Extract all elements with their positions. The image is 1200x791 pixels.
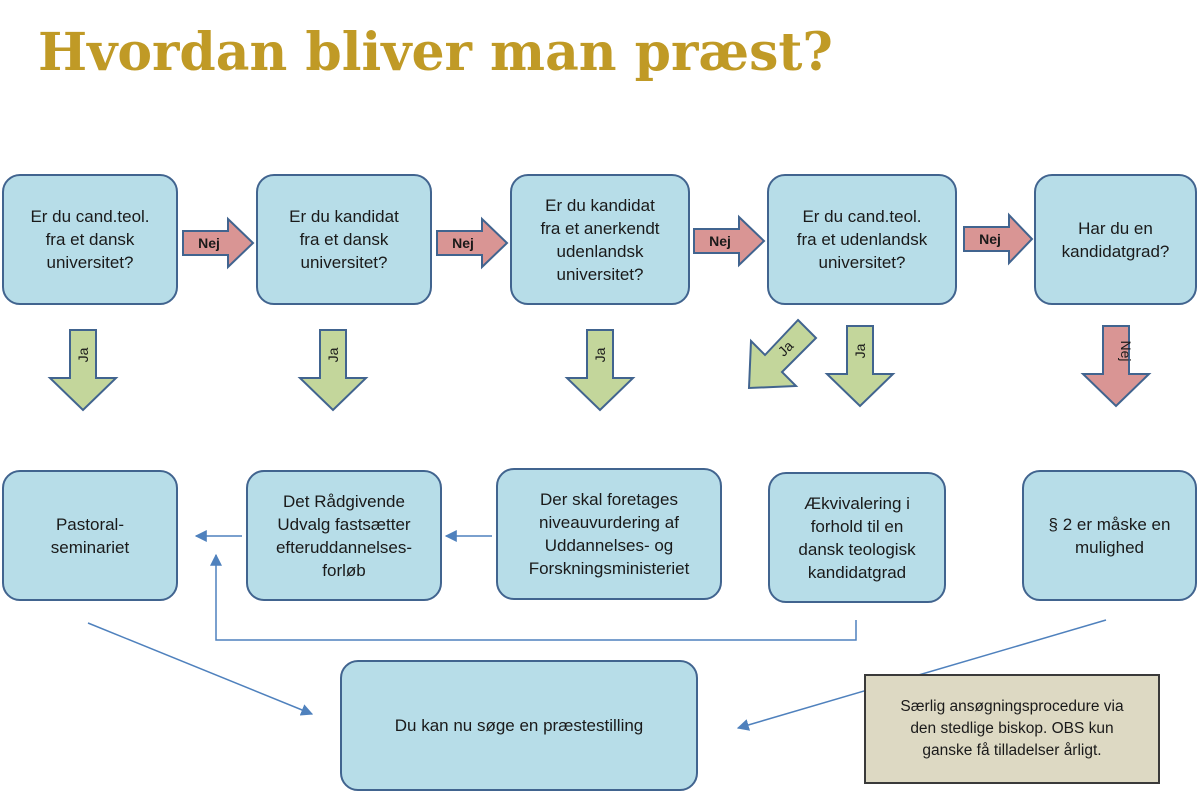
question-box-4: Er du cand.teol. fra et udenlandsk unive… bbox=[767, 174, 957, 305]
yes-arrow-4-diagonal: Ja bbox=[747, 318, 818, 390]
no-arrow-3: Nej bbox=[693, 214, 766, 268]
special-text: Særlig ansøgningsprocedure via den stedl… bbox=[900, 698, 1124, 759]
yes-arrow-label: Ja bbox=[592, 347, 608, 362]
outcome-text: Pastoral- seminariet bbox=[50, 514, 130, 557]
no-arrow-2: Nej bbox=[436, 216, 509, 270]
no-arrow-label: Nej bbox=[979, 231, 1001, 247]
final-text: Du kan nu søge en præstestilling bbox=[394, 716, 644, 735]
question-text: Er du kandidat fra et anerkendt udenland… bbox=[540, 195, 660, 284]
outcome-box-2: Det Rådgivende Udvalg fastsætter efterud… bbox=[246, 470, 442, 601]
yes-arrow-label: Ja bbox=[325, 347, 341, 362]
connector-line bbox=[210, 553, 857, 641]
yes-arrow-label: Ja bbox=[75, 347, 91, 362]
no-arrow-label: Nej bbox=[198, 235, 220, 251]
no-arrow-label: Nej bbox=[709, 233, 731, 249]
yes-arrow-label: Ja bbox=[852, 343, 868, 358]
no-arrow-4: Nej bbox=[963, 212, 1034, 266]
outcome-box-3: Der skal foretages niveauvurdering af Ud… bbox=[496, 468, 722, 600]
no-arrow-1: Nej bbox=[182, 216, 255, 270]
outcome-text: § 2 er måske en mulighed bbox=[1048, 514, 1171, 557]
outcome-box-1: Pastoral- seminariet bbox=[2, 470, 178, 601]
page-title: Hvordan bliver man præst? bbox=[38, 22, 833, 83]
connector-line bbox=[87, 622, 314, 716]
outcome-text: Det Rådgivende Udvalg fastsætter efterud… bbox=[275, 491, 413, 580]
question-text: Er du cand.teol. fra et dansk universite… bbox=[30, 207, 150, 272]
question-text: Er du cand.teol. fra et udenlandsk unive… bbox=[796, 207, 928, 272]
no-arrow-label: Nej bbox=[452, 235, 474, 251]
question-text: Har du en kandidatgrad? bbox=[1061, 218, 1170, 261]
outcome-box-4: Ækvivalering i forhold til en dansk teol… bbox=[768, 472, 946, 603]
question-box-3: Er du kandidat fra et anerkendt udenland… bbox=[510, 174, 690, 305]
yes-arrow-5: Ja bbox=[824, 325, 896, 408]
yes-arrow-1: Ja bbox=[47, 329, 119, 412]
outcome-box-5: § 2 er måske en mulighed bbox=[1022, 470, 1197, 601]
no-arrow-down: Nej bbox=[1080, 325, 1152, 408]
special-procedure-box: Særlig ansøgningsprocedure via den stedl… bbox=[864, 674, 1160, 784]
outcome-text: Ækvivalering i forhold til en dansk teol… bbox=[798, 493, 916, 582]
question-box-5: Har du en kandidatgrad? bbox=[1034, 174, 1197, 305]
question-text: Er du kandidat fra et dansk universitet? bbox=[289, 207, 399, 272]
no-arrow-down-label: Nej bbox=[1118, 340, 1134, 361]
outcome-text: Der skal foretages niveauvurdering af Ud… bbox=[528, 490, 690, 578]
question-box-2: Er du kandidat fra et dansk universitet? bbox=[256, 174, 432, 305]
yes-arrow-3: Ja bbox=[564, 329, 636, 412]
yes-arrow-2: Ja bbox=[297, 329, 369, 412]
final-box: Du kan nu søge en præstestilling bbox=[340, 660, 698, 791]
question-box-1: Er du cand.teol. fra et dansk universite… bbox=[2, 174, 178, 305]
